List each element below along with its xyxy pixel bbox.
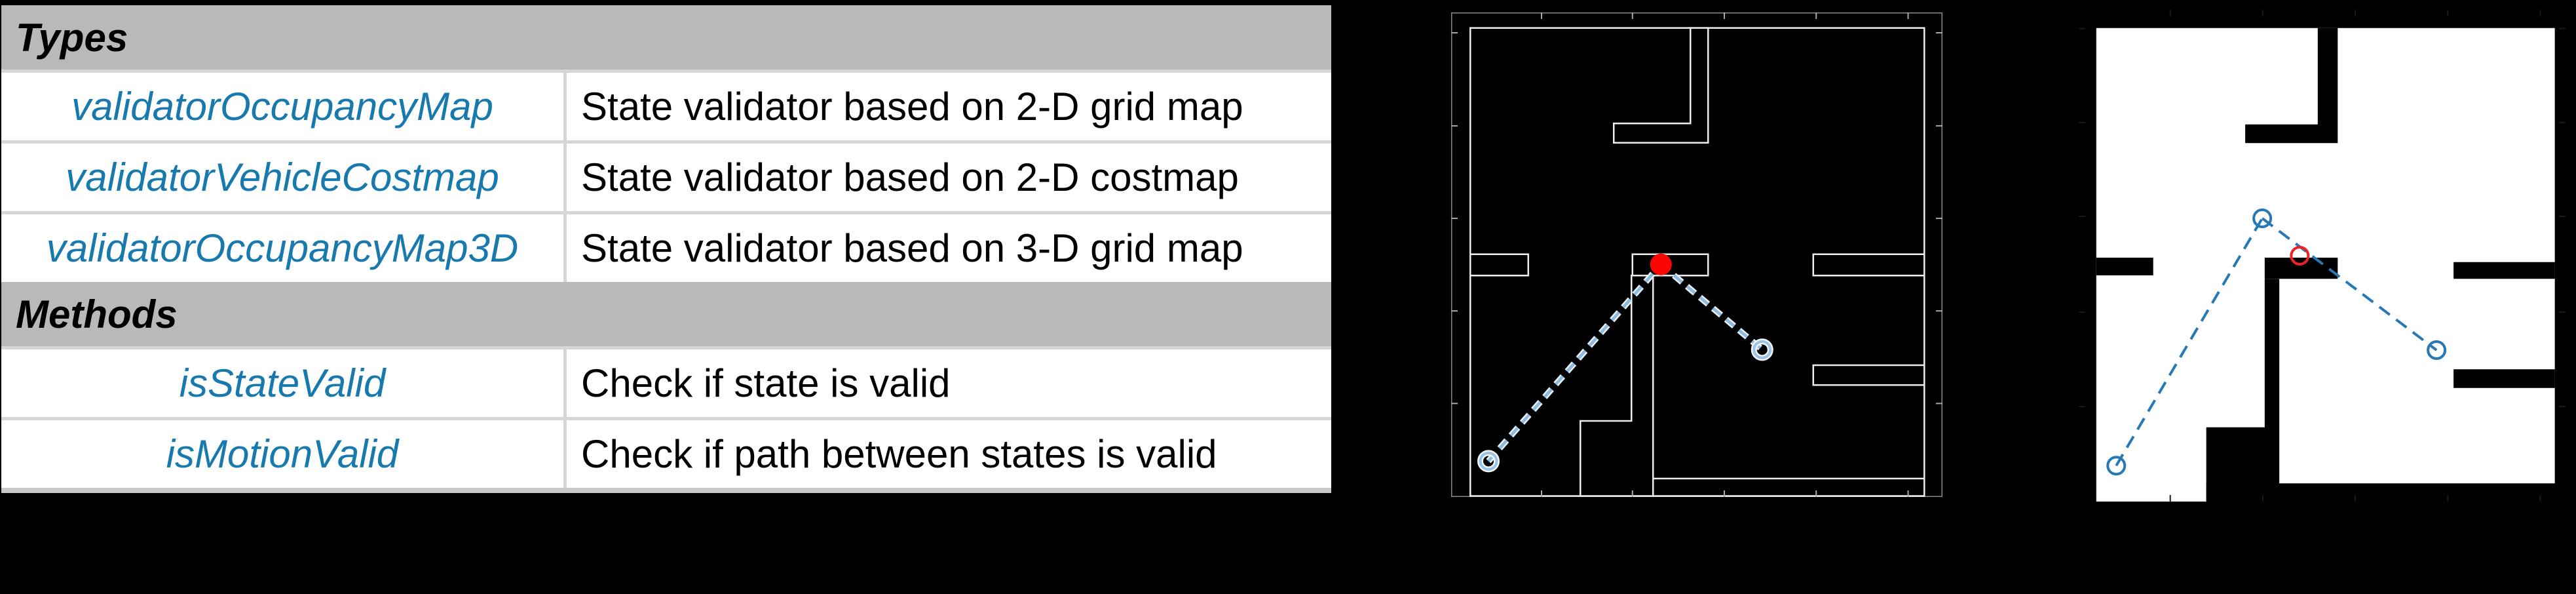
- map-wall: [1812, 253, 1925, 277]
- planned-path-line: [2115, 217, 2263, 467]
- type-name-cell: validatorOccupancyMap: [1, 73, 563, 140]
- end-state-marker: [2427, 340, 2447, 360]
- map-wall: [2453, 369, 2555, 388]
- type-name-cell: validatorOccupancyMap3D: [1, 214, 563, 282]
- invalid-state-marker: [2290, 246, 2310, 266]
- planned-path-line: [2261, 217, 2438, 351]
- occupancy-map-light-figure: [2079, 10, 2566, 502]
- start-state-marker: [1479, 451, 1498, 471]
- map-wall: [1469, 253, 1529, 277]
- description-cell: State validator based on 3-D grid map: [567, 214, 1331, 282]
- map-wall: [1812, 364, 1925, 386]
- description-cell: Check if state is valid: [567, 349, 1331, 417]
- map-plot-canvas: [2079, 10, 2566, 502]
- type-name-cell: validatorVehicleCostmap: [1, 144, 563, 211]
- table-section-header: Methods: [1, 282, 1331, 346]
- map-wall: [2453, 262, 2555, 279]
- map-wall: [1652, 477, 1925, 497]
- map-wall: [2264, 258, 2338, 279]
- type-name-cell: isMotionValid: [1, 420, 563, 488]
- end-state-marker: [1752, 340, 1772, 359]
- apex-state-marker: [2252, 208, 2273, 228]
- map-wall: [1613, 27, 1709, 144]
- description-cell: State validator based on 2-D grid map: [567, 73, 1331, 140]
- description-cell: Check if path between states is valid: [567, 420, 1331, 488]
- map-wall: [2079, 10, 2566, 28]
- planned-path-line: [1659, 263, 1764, 351]
- table-section-header: Types: [1, 5, 1331, 69]
- map-wall: [2554, 10, 2566, 502]
- invalid-state-marker: [1650, 253, 1672, 275]
- map-plot-canvas: [1451, 12, 1942, 497]
- map-wall: [2079, 10, 2096, 502]
- map-wall: [2245, 28, 2338, 144]
- type-name-cell: isStateValid: [1, 349, 563, 417]
- planned-path-line: [1487, 263, 1662, 462]
- map-wall: [2206, 279, 2280, 502]
- map-wall: [2096, 258, 2153, 275]
- start-state-marker: [2106, 456, 2127, 476]
- description-cell: State validator based on 2-D costmap: [567, 144, 1331, 211]
- occupancy-map-dark-figure: [1451, 12, 1942, 497]
